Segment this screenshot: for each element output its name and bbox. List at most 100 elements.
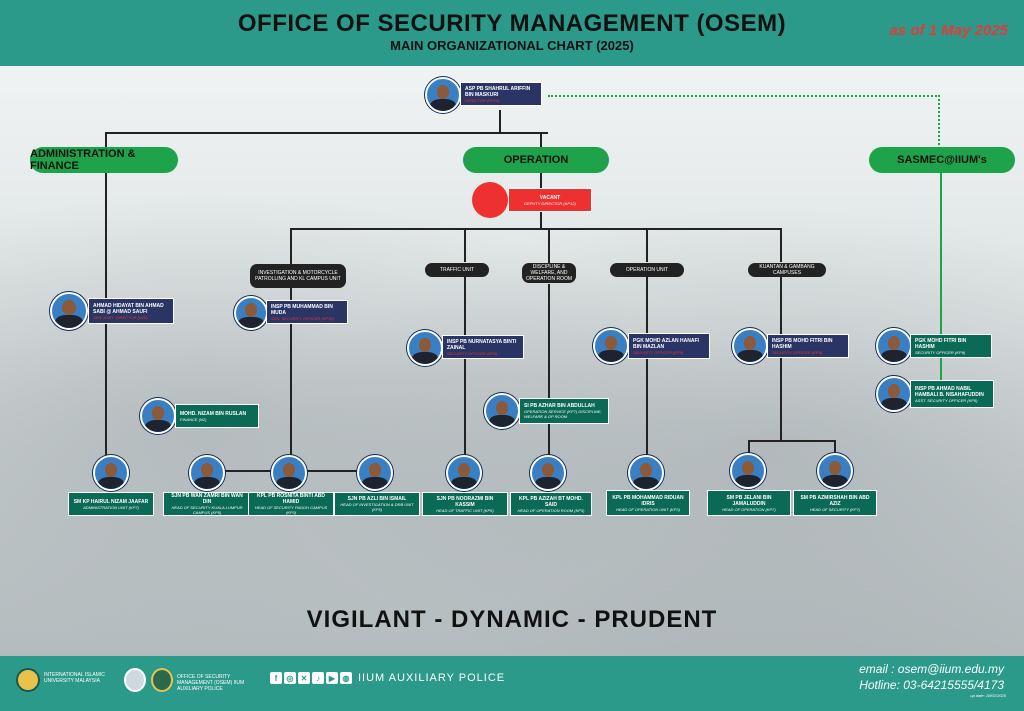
- web-icon[interactable]: ◍: [340, 672, 352, 684]
- officer-name: KPL PB ROSNITA BINTI ABD HAMID: [256, 493, 326, 505]
- officer-name: SM PB JELANI BIN JAMALUDDIN: [726, 494, 772, 507]
- deputy-name: VACANT: [539, 194, 561, 201]
- connector: [780, 276, 782, 440]
- officer-role: HEAD OF OPERATION (KP7): [722, 506, 776, 512]
- connector: [548, 284, 550, 458]
- connector: [834, 440, 836, 456]
- officer-role: ADMINISTRATION UNIT (KP7): [83, 504, 139, 510]
- page-title: OFFICE OF SECURITY MANAGEMENT (OSEM): [237, 10, 787, 37]
- officer-name: SI PB AZHAR BIN ABDULLAH: [524, 403, 595, 409]
- officer-name: INSP PB AHMAD NABIL HAMBALI B. NISAHAFUD…: [915, 385, 984, 398]
- bottom-card-1: SM KP HAIRUL NIZAM JAAFAR ADMINISTRATION…: [68, 492, 154, 516]
- officer-name: SM KP HAIRUL NIZAM JAAFAR: [73, 498, 149, 505]
- dotted-connector: [548, 95, 940, 97]
- deputy-card: VACANT DEPUTY DIRECTOR (KP12): [508, 188, 592, 212]
- avatar: [876, 328, 912, 364]
- social-handle: IIUM AUXILIARY POLICE: [358, 672, 506, 684]
- as-of-date: as of 1 May 2025: [889, 22, 1008, 39]
- tiktok-icon[interactable]: ♪: [312, 672, 324, 684]
- bottom-card-9: SM PB AZMIRSHAH BIN ABD AZIZ HEAD OF SEC…: [793, 490, 877, 516]
- facebook-icon[interactable]: f: [270, 672, 282, 684]
- bottom-card-8: SM PB JELANI BIN JAMALUDDIN HEAD OF OPER…: [707, 490, 791, 516]
- officer-role: SECURITY OFFICER (KP9): [772, 349, 823, 355]
- officer-name: PGK MOHD AZLAN HANAFI BIN MAZLAN: [633, 337, 699, 350]
- unit-operation: OPERATION UNIT: [610, 263, 684, 277]
- officer-admin-asst: AHMAD HIDAYAT BIN AHMAD SABI @ AHMAD SAU…: [88, 298, 174, 324]
- officer-role: HEAD OF SECURITY KUALA LUMPUR CAMPUS (KP…: [171, 505, 243, 515]
- connector: [290, 228, 292, 264]
- officer-name: KPL PB AZIZAH BT MOHD. SAID: [519, 495, 583, 508]
- officer-name: SM PB AZMIRSHAH BIN ABD AZIZ: [800, 494, 870, 507]
- officer-name: SJN PB AZLI BIN ISMAIL: [347, 496, 407, 502]
- connector: [540, 132, 542, 150]
- officer-name: SJN PB NOORAZMI BIN KASSIM: [436, 495, 494, 508]
- unit-kuantan: KUANTAN & GAMBANG CAMPUSES: [748, 263, 826, 277]
- director-role: DIRECTOR (KP13): [465, 97, 500, 103]
- connector: [105, 132, 548, 134]
- connector: [540, 172, 542, 190]
- avatar: [446, 455, 482, 491]
- avatar: [628, 455, 664, 491]
- officer-role: FINANCE (N2): [180, 416, 207, 422]
- avatar: [730, 453, 766, 489]
- connector: [940, 172, 942, 402]
- officer-sasmec1: PGK MOHD FITRI BIN HASHIM SECURITY OFFIC…: [910, 334, 992, 358]
- connector: [780, 228, 782, 262]
- avatar: [732, 328, 768, 364]
- instagram-icon[interactable]: ◎: [284, 672, 296, 684]
- dept-operation: OPERATION: [463, 147, 609, 173]
- contact-email[interactable]: email : osem@iium.edu.my: [859, 662, 1004, 676]
- connector: [540, 212, 542, 228]
- officer-sasmec2: INSP PB AHMAD NABIL HAMBALI B. NISAHAFUD…: [910, 380, 994, 408]
- page-subtitle: MAIN ORGANIZATIONAL CHART (2025): [390, 38, 634, 53]
- bottom-card-6: KPL PB AZIZAH BT MOHD. SAID HEAD OF OPER…: [510, 492, 592, 516]
- x-icon[interactable]: ✕: [298, 672, 310, 684]
- deputy-role: DEPUTY DIRECTOR (KP12): [524, 200, 576, 206]
- police-badge-icon: [124, 668, 146, 692]
- motto: VIGILANT - DYNAMIC - PRUDENT: [306, 606, 718, 633]
- officer-name: KPL PB MOHAMMAD RIDUAN IDRIS: [612, 494, 684, 507]
- officer-role: HEAD OF SECURITY (KP7): [809, 506, 861, 512]
- avatar: [817, 453, 853, 489]
- officer-role: SEN. ASST. DIRECTOR (N10): [93, 314, 148, 320]
- connector: [499, 110, 501, 132]
- vacant-avatar: [472, 182, 508, 218]
- connector: [548, 228, 550, 264]
- avatar: [93, 455, 129, 491]
- officer-investigation: INSP PB MUHAMMAD BIN MUDA SEN. SECURITY …: [266, 300, 348, 324]
- officer-role: ASST. SECURITY OFFICER (KP5): [915, 397, 978, 403]
- officer-name: INSP PB NURNATASYA BINTI ZAINAL: [447, 338, 517, 351]
- officer-name: MOHD. NIZAM BIN RUSLAN: [180, 410, 247, 417]
- university-name: INTERNATIONAL ISLAMIC UNIVERSITY MALAYSI…: [44, 672, 105, 684]
- dotted-connector: [938, 95, 940, 145]
- connector: [290, 286, 292, 458]
- officer-role: HEAD OF SECURITY PAGOH CAMPUS (KP3): [254, 505, 328, 515]
- officer-role: HEAD OF OPERATION ROOM (KP3): [517, 507, 585, 513]
- dept-sasmec: SASMEC@IIUM's: [869, 147, 1015, 173]
- avatar: [234, 296, 268, 330]
- avatar: [484, 393, 520, 429]
- officer-role: SECURITY OFFICER (KP9): [447, 350, 498, 356]
- youtube-icon[interactable]: ▶: [326, 672, 338, 684]
- unit-discipline: DISCIPLINE & WELFARE, AND OPERATION ROOM: [522, 263, 576, 283]
- connector: [464, 276, 466, 458]
- osem-brand: OFFICE OF SECURITY MANAGEMENT (OSEM) IIU…: [177, 674, 245, 692]
- bottom-card-3: KPL PB ROSNITA BINTI ABD HAMID HEAD OF S…: [248, 492, 334, 516]
- update-date: up date: 28/02/2025: [970, 693, 1006, 698]
- avatar: [189, 455, 225, 491]
- avatar: [140, 398, 176, 434]
- avatar: [407, 330, 443, 366]
- contact-hotline[interactable]: Hotline: 03-64215555/4173: [859, 678, 1004, 692]
- connector: [748, 440, 750, 456]
- officer-name: SJN PB WAN ZAMRI BIN WAN DIN: [171, 493, 243, 505]
- officer-name: PGK MOHD FITRI BIN HASHIM: [915, 337, 967, 350]
- officer-role: HEAD OF OPERATION UNIT (KP3): [616, 506, 680, 512]
- officer-finance: MOHD. NIZAM BIN RUSLAN FINANCE (N2): [175, 404, 259, 428]
- avatar: [271, 455, 307, 491]
- officer-traffic: INSP PB NURNATASYA BINTI ZAINAL SECURITY…: [442, 335, 524, 359]
- connector: [646, 228, 648, 262]
- osem-logo-icon: [151, 668, 173, 692]
- officer-role: SEN. SECURITY OFFICER (KP10): [271, 315, 334, 321]
- officer-role: HEAD OF TRAFFIC UNIT (KP5): [436, 507, 494, 513]
- connector: [464, 228, 466, 262]
